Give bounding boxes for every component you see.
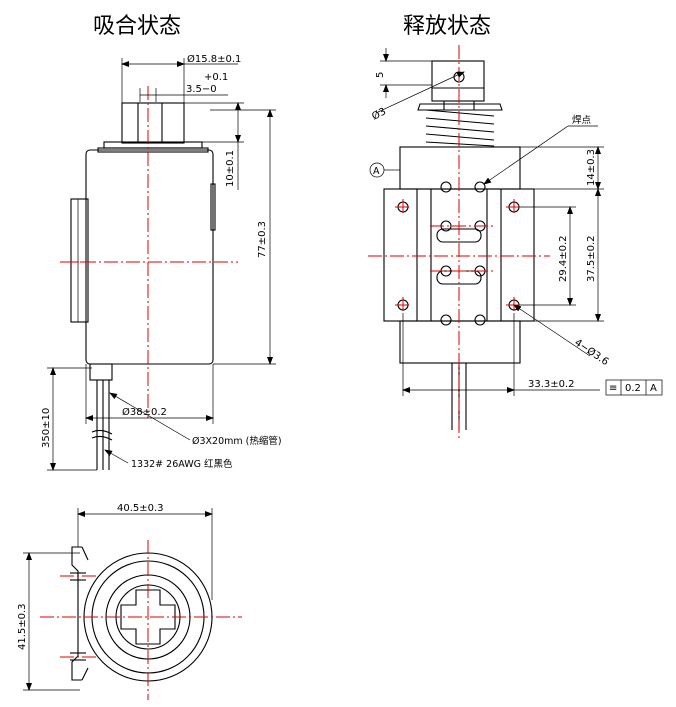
dim-33-3-label: 33.3±0.2 — [528, 379, 575, 390]
side-body-top — [399, 146, 521, 190]
holes-label: 4−Ø3.6 — [572, 337, 611, 368]
spring — [417, 103, 503, 147]
tolerance-value-label: 3.5−0 — [186, 84, 217, 95]
mounting-plate — [70, 198, 89, 323]
closed-state-title: 吸合状态 — [93, 14, 181, 39]
front-view: Ø15.8±0.1 +0.1 3.5−0 10±0.1 77±0.3 Ø38±0… — [41, 53, 282, 471]
dim-14-label: 14±0.3 — [586, 149, 597, 186]
datum-label: A — [373, 166, 380, 177]
stroke-dimension-label: 10±0.1 — [225, 150, 236, 187]
tolerance-value: 0.2 — [625, 383, 641, 394]
bottom-height-label: 41.5±0.3 — [17, 603, 28, 650]
plunger-diameter-label: Ø15.8±0.1 — [187, 53, 241, 65]
dim-37-5-label: 37.5±0.2 — [586, 235, 597, 282]
inner-plunger — [120, 589, 176, 645]
bottom-view: 40.5±0.3 41.5±0.3 — [17, 503, 242, 700]
tolerance-plus-label: +0.1 — [204, 72, 228, 83]
weld-point-label: 焊点 — [572, 114, 592, 126]
body-diameter-label: Ø38±0.2 — [122, 406, 167, 418]
dim-29-4-label: 29.4±0.2 — [558, 235, 569, 282]
side-plunger — [431, 60, 485, 102]
dim-5-label: 5 — [375, 72, 386, 78]
tolerance-symbol: ≡ — [609, 383, 617, 394]
tolerance-datum: A — [650, 383, 657, 394]
released-state-title: 释放状态 — [403, 14, 491, 39]
plunger-head — [121, 102, 185, 144]
sleeve-note: Ø3X20mm (热缩管) — [192, 435, 282, 447]
wire-note: 1332# 26AWG 红黑色 — [131, 458, 233, 470]
bottom-mount-plate — [71, 546, 82, 681]
tolerance-frame: ≡ 0.2 A — [605, 379, 663, 396]
bottom-width-label: 40.5±0.3 — [117, 503, 164, 514]
solenoid-body — [85, 149, 214, 365]
side-view: 5 Ø3 焊点 A 14±0.3 29.4±0.2 37.5±0.2 4−Ø3.… — [368, 45, 663, 440]
lead-length-label: 350±10 — [41, 408, 52, 448]
length-dimension-label: 77±0.3 — [257, 221, 268, 258]
dim-phi3-label: Ø3 — [370, 105, 388, 122]
